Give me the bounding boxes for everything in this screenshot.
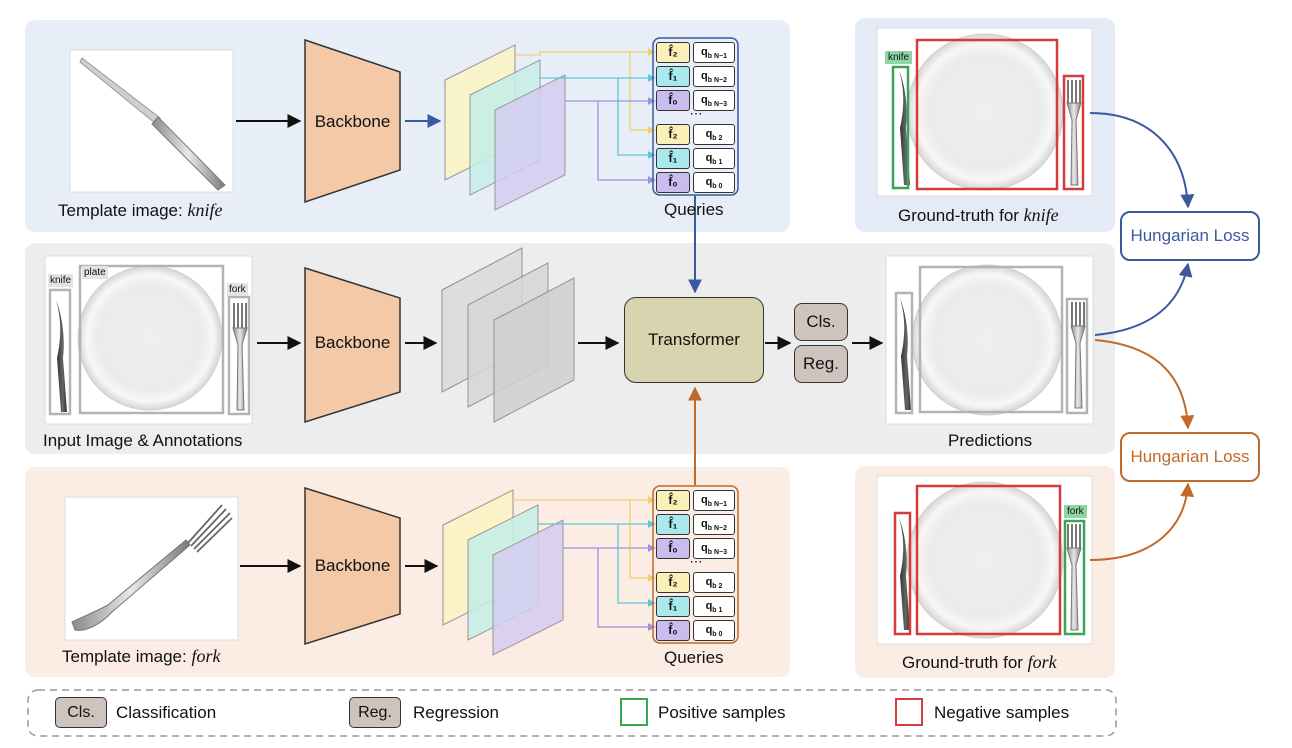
input-tag-plate: plate [82, 266, 108, 279]
query-f1-bottom: f̂₁ [656, 514, 690, 535]
query-f0b-bottom: f̂₀ [656, 620, 690, 641]
reg-head: Reg. [794, 345, 848, 383]
query-ellipsis-top: ⋯ [689, 106, 703, 121]
legend-reg-text: Regression [413, 703, 499, 722]
legend-cls-text: Classification [116, 703, 217, 722]
caption-queries-bottom: Queries [664, 648, 724, 667]
caption-template-fork: Template image: fork [62, 646, 221, 666]
query-qN2-top: qb N−2 [693, 66, 735, 87]
query-qN3-bottom: qb N−3 [693, 538, 735, 559]
gt-knife-negative-box-fork [1062, 74, 1085, 191]
backbone-label-bottom: Backbone [314, 556, 391, 575]
query-ellipsis-bottom: ⋯ [689, 554, 703, 569]
queries-frame-top [652, 37, 739, 196]
cls-head: Cls. [794, 303, 848, 341]
caption-gt-fork: Ground-truth for fork [902, 652, 1057, 672]
prediction-box-knife [894, 291, 914, 415]
hungarian-loss-bottom: Hungarian Loss [1120, 432, 1260, 482]
caption-gt-knife: Ground-truth for knife [898, 205, 1059, 225]
backbone-label-mid: Backbone [314, 333, 391, 352]
query-q2-top: qb 2 [693, 124, 735, 145]
hungarian-loss-top: Hungarian Loss [1120, 211, 1260, 261]
query-cells-bottom: f̂₂ qb N−1 f̂₁ qb N−2 f̂₀ qb N−3 ⋯ f̂₂ q… [656, 490, 736, 641]
legend-positive-swatch [620, 698, 648, 726]
gt-fork-negative-box-plate [915, 484, 1062, 636]
input-tag-knife: knife [48, 274, 74, 287]
query-f2b-top: f̂₂ [656, 124, 690, 145]
query-f2-top: f̂₂ [656, 42, 690, 63]
gt-knife-tag: knife [885, 51, 913, 64]
caption-queries-top: Queries [664, 200, 724, 219]
transformer-block: Transformer [624, 297, 764, 383]
feature-maps-top [444, 44, 566, 211]
caption-input-image: Input Image & Annotations [43, 431, 243, 450]
legend-positive-text: Positive samples [658, 703, 786, 722]
feature-maps-mid [441, 247, 575, 423]
gt-fork-negative-box-knife [893, 511, 912, 636]
gt-fork-tag: fork [1064, 505, 1087, 518]
query-q1-bottom: qb 1 [693, 596, 735, 617]
input-annotation-knife [48, 288, 72, 416]
caption-template-knife: Template image: knife [58, 200, 223, 220]
query-qN1-bottom: qb N−1 [693, 490, 735, 511]
legend-negative-text: Negative samples [934, 703, 1070, 722]
fork-illustration [71, 504, 233, 631]
query-f0-bottom: f̂₀ [656, 538, 690, 559]
query-q2-bottom: qb 2 [693, 572, 735, 593]
query-q1-top: qb 1 [693, 148, 735, 169]
input-annotation-plate [78, 264, 225, 415]
query-q0-top: qb 0 [693, 172, 735, 193]
arrow-predictions-to-loss-top [1094, 262, 1193, 336]
input-tag-fork: fork [227, 283, 248, 296]
query-qN2-bottom: qb N−2 [693, 514, 735, 535]
gt-knife-positive-box [891, 65, 910, 190]
query-f1b-top: f̂₁ [656, 148, 690, 169]
query-f0b-top: f̂₀ [656, 172, 690, 193]
feature-maps-bottom [442, 489, 564, 656]
legend-negative-swatch [895, 698, 923, 726]
arrow-predictions-to-loss-bottom [1094, 339, 1195, 430]
query-qN1-top: qb N−1 [693, 42, 735, 63]
query-f2-bottom: f̂₂ [656, 490, 690, 511]
query-f1-top: f̂₁ [656, 66, 690, 87]
arrow-gt-fork-to-loss [1089, 482, 1195, 561]
knife-illustration [79, 57, 226, 191]
caption-predictions: Predictions [948, 431, 1033, 450]
arrow-gt-knife-to-loss [1089, 112, 1195, 209]
query-f1b-bottom: f̂₁ [656, 596, 690, 617]
queries-frame-bottom [652, 485, 739, 644]
legend-frame [27, 689, 1117, 737]
backbone-trapezoid-top [304, 38, 401, 204]
legend-reg-swatch: Reg. [349, 697, 401, 728]
query-cells-top: f̂₂ qb N−1 f̂₁ qb N−2 f̂₀ qb N−3 ⋯ f̂₂ q… [656, 42, 736, 193]
backbone-trapezoid-mid [304, 266, 401, 424]
gt-fork-positive-box [1063, 519, 1086, 636]
prediction-box-fork [1065, 297, 1089, 415]
backbone-trapezoid-bottom [304, 486, 401, 646]
input-annotation-fork [227, 295, 251, 416]
gt-knife-negative-box-plate [915, 38, 1059, 191]
prediction-box-plate [918, 265, 1064, 414]
legend-cls-swatch: Cls. [55, 697, 107, 728]
query-f2b-bottom: f̂₂ [656, 572, 690, 593]
query-q0-bottom: qb 0 [693, 620, 735, 641]
backbone-label-top: Backbone [314, 112, 391, 131]
query-f0-top: f̂₀ [656, 90, 690, 111]
query-qN3-top: qb N−3 [693, 90, 735, 111]
